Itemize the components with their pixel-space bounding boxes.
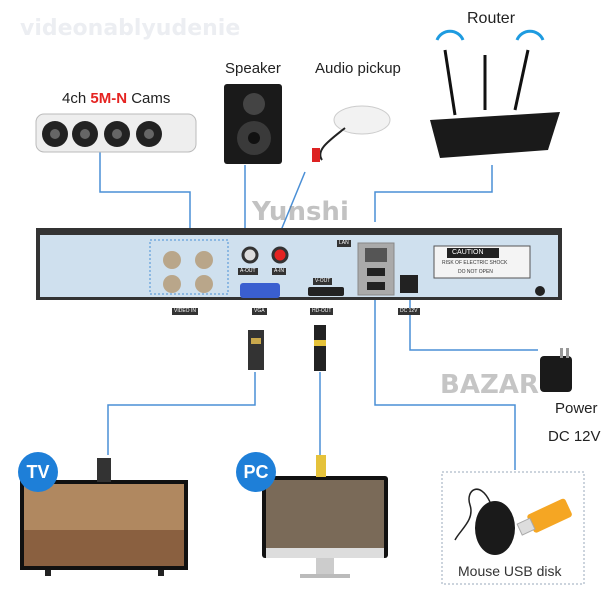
cams-suffix: Cams [127,90,171,107]
caution-line1: RISK OF ELECTRIC SHOCK [442,260,508,266]
video-in-label: VIDEO IN [172,308,198,315]
vga-label: VGA [252,308,267,315]
vga-connector [248,330,264,370]
usb-devices-label: Mouse USB disk [458,563,562,579]
hd-out-label: HD-OUT [310,308,334,315]
lan-label: LAN [337,240,351,247]
caution-line2: DO NOT OPEN [458,269,493,275]
audio-pickup-label: Audio pickup [315,60,401,77]
vga-line [107,372,256,455]
connection-lines [99,150,538,470]
pc-image [262,455,388,578]
usb-devices-box [441,471,585,585]
cameras-image [35,113,197,153]
a-in-label: A-IN [272,268,286,275]
pc-badge: PC [236,452,276,492]
a-out-label: A-OUT [238,268,258,275]
watermark-center: Yunshi [252,197,349,227]
cam-line [99,150,191,238]
watermark-corner: BAZAR [440,370,539,400]
dc-line [409,300,538,351]
caution-label: CAUTION [452,249,484,256]
speaker-image [224,84,282,164]
router-image [430,29,560,158]
router-label: Router [467,10,516,27]
dc-label: DC 12V [398,308,420,315]
v-out-label: V-OUT [313,278,333,285]
cams-highlight: 5M-N [90,90,128,107]
tv-image [20,458,188,576]
power-label: Power [555,400,598,417]
power-spec: DC 12V [548,428,601,445]
usb-line [374,300,516,470]
usb-disk-image [516,498,572,536]
tv-badge: TV [18,452,58,492]
power-adapter-image [540,348,572,392]
audio-pickup-image [312,105,391,162]
hdmi-connector [314,325,326,371]
mouse-image [454,488,515,555]
dvr-device [36,228,562,300]
cams-label: 4ch 5M-N Cams [62,90,170,108]
speaker-label: Speaker [225,60,281,77]
router-line [374,165,493,222]
cams-prefix: 4ch [62,90,91,107]
watermark-top: videonablyudenie [20,16,241,41]
